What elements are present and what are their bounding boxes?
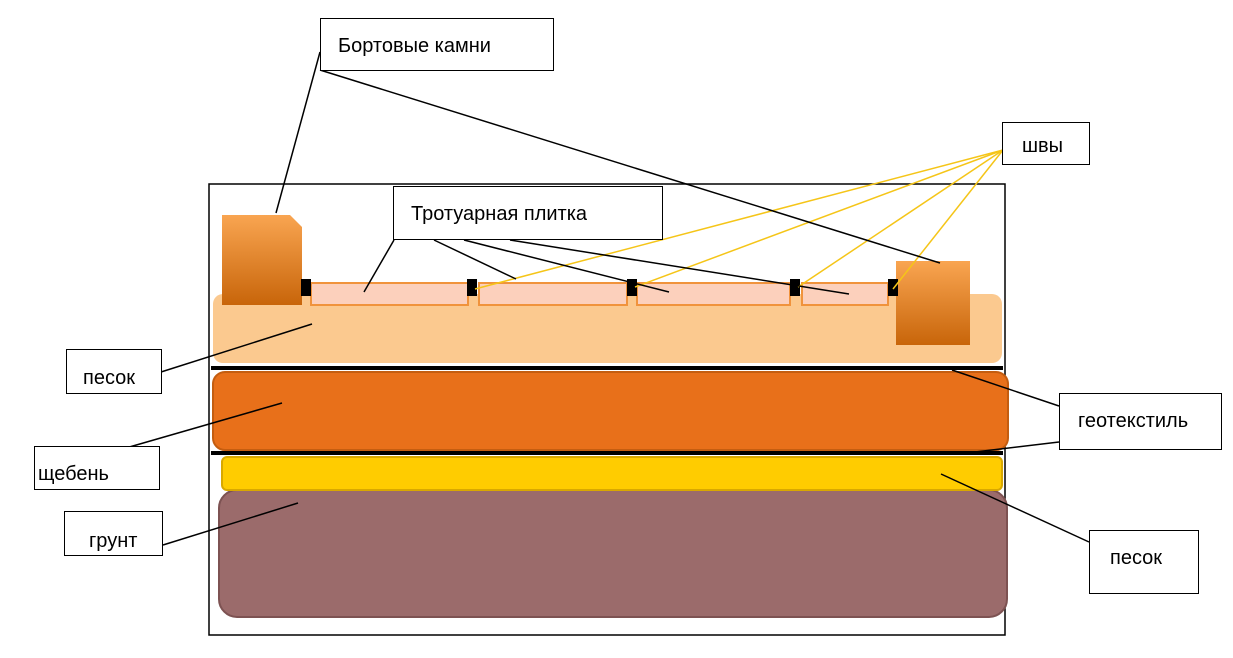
curb-stone-left	[222, 215, 302, 305]
tile-leader-line	[509, 239, 850, 295]
tile-leader-line	[433, 239, 517, 280]
seam-leader-line	[892, 149, 1004, 290]
seam-marker	[888, 279, 898, 296]
crushed-stone-label: щебень	[34, 446, 160, 490]
seam-marker	[790, 279, 800, 296]
tile-leader-line	[463, 239, 670, 293]
paving-tile	[310, 282, 469, 306]
sand-top-label: песок	[66, 349, 162, 394]
seam-markers	[301, 279, 898, 296]
leader-lines	[125, 51, 1090, 546]
curb-stones-label: Бортовые камни	[320, 18, 554, 71]
seam-marker	[467, 279, 477, 296]
seams-label-text: швы	[1022, 135, 1064, 157]
soil-layer	[218, 489, 1008, 618]
curb-stones-label-text: Бортовые камни	[338, 35, 491, 57]
geotextile-label-text: геотекстиль	[1078, 410, 1189, 432]
seam-leader-line	[797, 149, 1004, 288]
seam-marker	[301, 279, 311, 296]
soil-label-text: грунт	[89, 530, 138, 552]
geotextile-leader-line	[951, 369, 1060, 407]
soil-label: грунт	[64, 511, 163, 556]
sand-bottom-layer	[221, 456, 1003, 491]
sand-top-layer	[213, 294, 1002, 363]
crushed-stone-layer	[212, 371, 1009, 451]
crushed-stone-label-text: щебень	[38, 463, 109, 485]
seam-leader-line	[634, 149, 1004, 288]
paving-tiles-label-text: Тротуарная плитка	[411, 203, 588, 225]
paving-tile	[478, 282, 628, 306]
sand-top-label-text: песок	[83, 367, 136, 389]
curb-leader-line	[319, 69, 941, 264]
curb-leader-line	[275, 51, 321, 214]
sand-top-leader-line	[160, 323, 313, 373]
sand-bottom-label: песок	[1089, 530, 1199, 594]
crushed-stone-leader-line	[125, 402, 283, 449]
tile-leader-line	[363, 239, 395, 293]
paving-tile	[636, 282, 791, 306]
sand-bottom-leader-line	[940, 473, 1090, 543]
seams-label: швы	[1002, 122, 1090, 165]
sand-bottom-label-text: песок	[1110, 547, 1163, 569]
paving-tiles-label: Тротуарная плитка	[393, 186, 663, 240]
curb-stone-right	[896, 261, 970, 345]
seam-marker	[627, 279, 637, 296]
geotextile-label: геотекстиль	[1059, 393, 1222, 450]
geotextile-leader-line	[974, 441, 1060, 453]
soil-leader-line	[162, 502, 299, 546]
